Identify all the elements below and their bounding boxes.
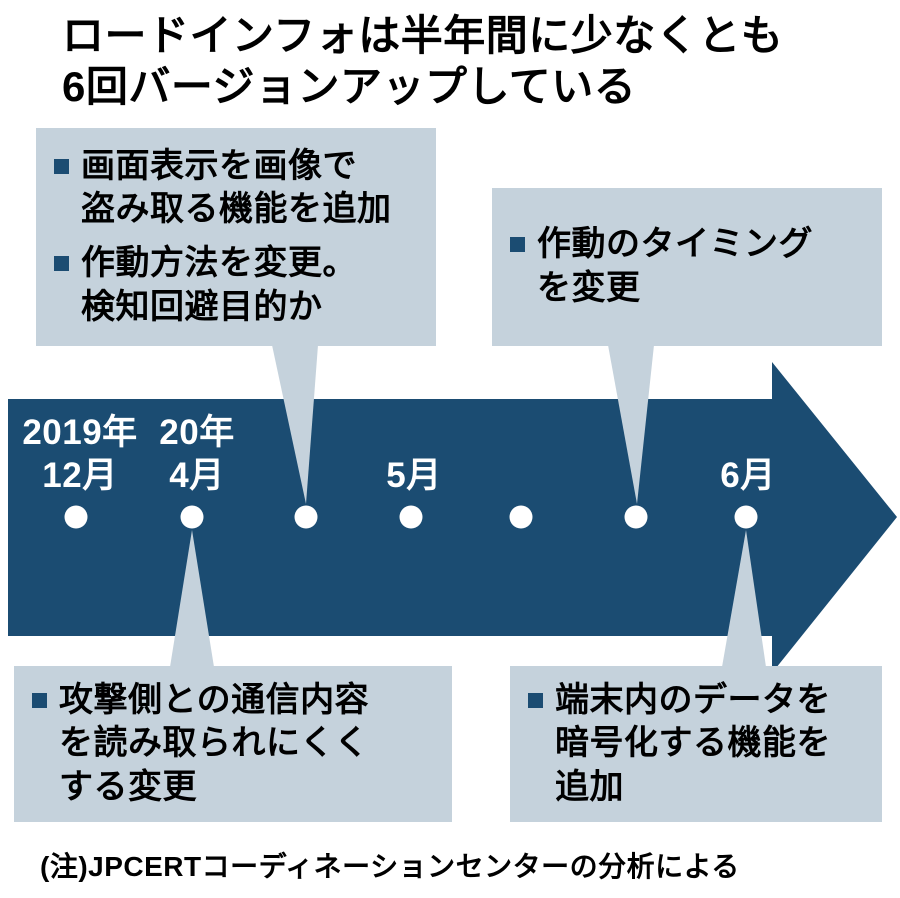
timeline-label-2019-12: 2019年 12月 (22, 413, 138, 495)
timeline-dot (509, 505, 533, 529)
callout-tail-bottom-left-icon (170, 530, 214, 667)
timeline-dot (294, 505, 318, 529)
callout-bottom-right: 端末内のデータを 暗号化する機能を 追加 (510, 666, 882, 822)
callout-tail-top-right-icon (608, 345, 654, 504)
timeline-dot (64, 505, 88, 529)
square-bullet-icon (54, 256, 69, 271)
square-bullet-icon (510, 237, 525, 253)
callout-item: 画面表示を画像で 盗み取る機能を追加 (52, 145, 420, 232)
callout-tail-top-left-icon (272, 345, 318, 504)
source-note: (注)JPCERTコーディネーションセンターの分析による (40, 851, 740, 882)
timeline-dot (734, 505, 758, 529)
callout-text: 画面表示を画像で 盗み取る機能を追加 (81, 146, 392, 229)
square-bullet-icon (32, 692, 47, 708)
callout-bottom-left: 攻撃側との通信内容 を読み取られにくく する変更 (14, 666, 452, 822)
callout-text: 作動のタイミング を変更 (537, 225, 813, 307)
callout-top-right: 作動のタイミング を変更 (492, 188, 882, 346)
square-bullet-icon (528, 692, 543, 708)
timeline-arrow (8, 362, 897, 673)
timeline-label-6: 6月 (720, 456, 776, 495)
timeline-dot (180, 505, 204, 529)
timeline-dot (624, 505, 648, 529)
callout-top-left: 画面表示を画像で 盗み取る機能を追加 作動方法を変更。 検知回避目的か (36, 128, 436, 346)
callout-tail-bottom-right-icon (722, 530, 766, 667)
callout-text: 攻撃側との通信内容 を読み取られにくく する変更 (59, 680, 370, 806)
page-title: ロードインフォは半年間に少なくとも 6回バージョンアップしている (62, 12, 784, 111)
callout-item: 作動のタイミング を変更 (508, 223, 866, 310)
callout-item: 攻撃側との通信内容 を読み取られにくく する変更 (30, 679, 436, 810)
callout-item: 端末内のデータを 暗号化する機能を 追加 (526, 679, 866, 810)
callout-text: 作動方法を変更。 検知回避目的か (81, 244, 357, 326)
callout-text: 端末内のデータを 暗号化する機能を 追加 (555, 680, 831, 806)
callout-item: 作動方法を変更。 検知回避目的か (52, 242, 420, 329)
timeline-dot (399, 505, 423, 529)
square-bullet-icon (54, 158, 69, 174)
timeline-label-5: 5月 (386, 456, 442, 495)
timeline-label-20-4: 20年 4月 (159, 413, 235, 495)
